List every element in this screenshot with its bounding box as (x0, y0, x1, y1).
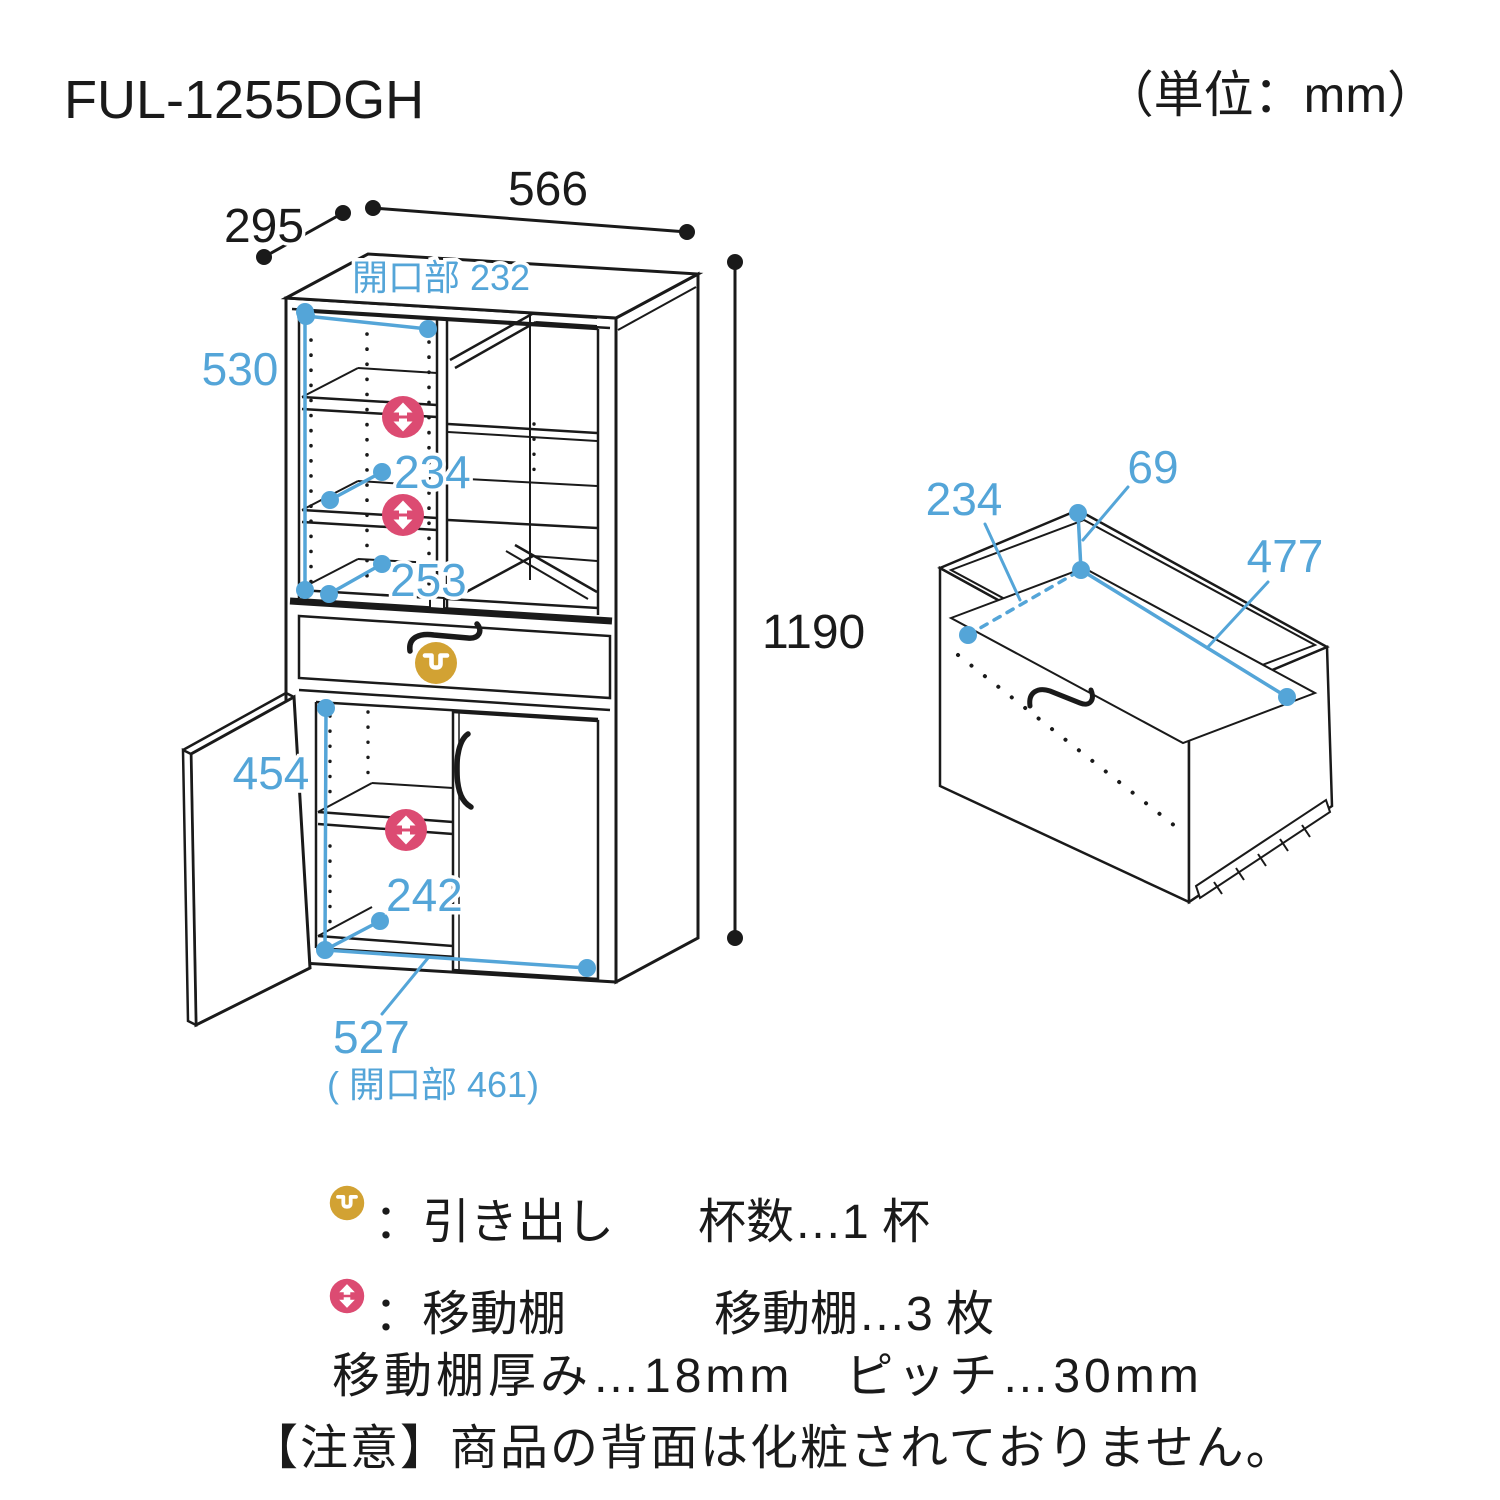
dim-bottom-width: 527 (333, 1011, 410, 1063)
drawer-handle (407, 621, 483, 654)
dim-height: 1190 (762, 606, 865, 659)
note-caution: 【注意】商品の背面は化粧されておりません。 (250, 1422, 1296, 1475)
counter-stopper (429, 595, 445, 611)
note-shelf-spec: 移動棚厚み…18mm ピッチ…30mm (332, 1350, 1203, 1403)
dim-bottom-depth: 253 (390, 554, 467, 606)
movable-shelf-icon (382, 396, 424, 438)
drawer-dimensions: 234 69 477 (922, 438, 1327, 706)
drawer-dim-depth: 234 (926, 473, 1003, 525)
right-compartment-interior (447, 312, 598, 600)
legend-drawer-label: ：引き出し (374, 1196, 614, 1249)
dim-bottom-opening: ( 開口部 461) (327, 1064, 539, 1105)
outer-dimension-lines: 566 295 1190 (220, 160, 869, 946)
legend-shelf-label: ：移動棚 (374, 1288, 566, 1341)
drawer-detail-handle (1027, 687, 1095, 709)
drawer-drawing (937, 508, 1334, 905)
interior-dimensions: 開口部 232 530 234 253 454 242 527 ( 開口部 46… (198, 254, 596, 1109)
dim-shelf-depth: 234 (394, 446, 471, 498)
door-handle (454, 731, 474, 810)
drawer-slide-rail (1194, 798, 1332, 900)
dim-lower-height: 454 (233, 747, 310, 799)
drawer-mark-icon (327, 1183, 367, 1223)
unit-note: （単位：mm） (1104, 67, 1437, 123)
drawer-dim-width: 477 (1247, 530, 1324, 582)
drawer-bottom-panel (948, 566, 1318, 745)
drawer-dim-height: 69 (1127, 441, 1178, 493)
dim-lower-shelf-depth: 242 (386, 869, 463, 921)
cabinet-drawing: 566 295 1190 (181, 160, 869, 1028)
drawer-mark-icon (415, 642, 457, 684)
closed-door (451, 710, 600, 981)
legend-shelf-count: 移動棚…3 枚 (714, 1288, 994, 1341)
movable-shelf-icon (385, 809, 427, 851)
movable-shelf-icon (382, 494, 424, 536)
counter-edge (289, 597, 613, 625)
open-door (181, 691, 312, 1028)
page-title: FUL-1255DGH (64, 70, 424, 130)
legend-drawer-count: 杯数…1 杯 (698, 1196, 930, 1249)
adjustable-shelf-lower (317, 810, 454, 824)
legend: ：引き出し 杯数…1 杯 ：移動棚 移動棚…3 枚 (327, 1183, 998, 1345)
dim-depth: 295 (224, 200, 304, 253)
movable-shelf-icon (329, 1278, 365, 1314)
cabinet-side-panel (614, 271, 700, 985)
dim-upper-height: 530 (202, 343, 279, 395)
dim-top-opening: 開口部 232 (352, 257, 530, 298)
cabinet-top-face (280, 252, 704, 320)
dim-width: 566 (508, 163, 588, 216)
notes: 移動棚厚み…18mm ピッチ…30mm 【注意】商品の背面は化粧されておりません… (247, 1347, 1298, 1479)
